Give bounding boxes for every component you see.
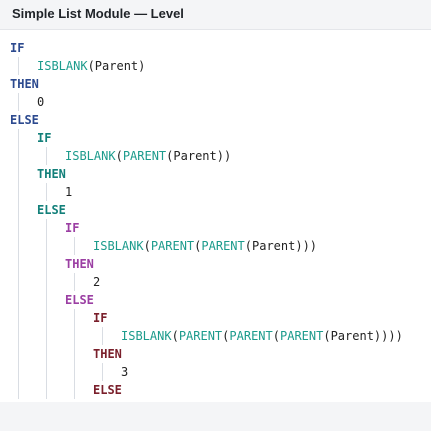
code-line: IF [0,39,431,57]
indent-guide [74,273,75,291]
code-value: 3 [121,365,129,379]
code-line: ISBLANK(PARENT(PARENT(Parent))) [0,237,431,255]
code-paren: ( [272,329,280,343]
indent-guide [102,327,103,345]
code-line: 2 [0,273,431,291]
keyword-then: THEN [10,77,39,91]
keyword-then: THEN [37,167,66,181]
code-line: THEN [0,75,431,93]
function-isblank: ISBLANK [65,149,116,163]
function-parent: PARENT [122,149,167,163]
code-args: (Parent) [87,59,146,73]
keyword-else: ELSE [65,293,94,307]
code-line: ISBLANK(PARENT(Parent)) [0,147,431,165]
code-paren: ( [194,239,202,253]
code-expression: ISBLANK(PARENT(PARENT(Parent))) [93,237,317,255]
code-line: THEN [0,255,431,273]
code-value: 2 [93,275,101,289]
indent-guide [46,183,47,201]
code-line: IF [0,309,431,327]
panel-header: Simple List Module — Level [0,0,431,30]
code-paren: ( [143,239,151,253]
keyword-if: IF [10,41,25,55]
indent-guide [18,129,19,399]
code-line: ELSE [0,111,431,129]
function-parent: PARENT [229,329,273,343]
code-line: IF [0,219,431,237]
code-expression: ISBLANK(Parent) [37,57,145,75]
code-paren: ( [222,329,230,343]
formula-code-block: IF ISBLANK(Parent) THEN 0 ELSE IF ISBLAN… [0,30,431,415]
indent-guide [18,93,19,111]
code-expression: ISBLANK(PARENT(PARENT(PARENT(Parent)))) [121,327,403,345]
keyword-if: IF [65,221,80,235]
code-line: 1 [0,183,431,201]
keyword-if: IF [93,311,108,325]
function-isblank: ISBLANK [121,329,172,343]
indent-guide [46,147,47,165]
panel-title: Simple List Module — Level [12,6,184,21]
code-line: THEN [0,345,431,363]
code-line: 0 [0,93,431,111]
keyword-then: THEN [93,347,122,361]
function-parent: PARENT [280,329,324,343]
indent-guide [102,363,103,381]
code-line: ISBLANK(PARENT(PARENT(PARENT(Parent)))) [0,327,431,345]
code-paren: ( [171,329,179,343]
function-parent: PARENT [201,239,245,253]
function-parent: PARENT [150,239,195,253]
code-line: ELSE [0,201,431,219]
code-line: 3 [0,363,431,381]
code-args: (Parent)) [166,149,232,163]
indent-guide [18,57,19,75]
code-args: (Parent))) [244,239,318,253]
indent-guide [46,219,47,399]
code-line: ISBLANK(Parent) [0,57,431,75]
code-line: ELSE [0,291,431,309]
code-value: 1 [65,185,73,199]
code-line: IF [0,129,431,147]
code-expression: ISBLANK(PARENT(Parent)) [65,147,231,165]
code-args: (Parent)))) [323,329,403,343]
function-isblank: ISBLANK [93,239,144,253]
indent-guide [74,309,75,399]
function-parent: PARENT [178,329,223,343]
function-isblank: ISBLANK [37,59,88,73]
keyword-else: ELSE [37,203,66,217]
code-paren: ( [115,149,123,163]
keyword-else: ELSE [10,113,39,127]
indent-guide [74,237,75,255]
code-line: THEN [0,165,431,183]
keyword-if: IF [37,131,52,145]
code-line: ELSE [0,381,431,399]
keyword-then: THEN [65,257,94,271]
keyword-else: ELSE [93,383,122,397]
panel-footer [0,402,431,431]
code-value: 0 [37,95,45,109]
